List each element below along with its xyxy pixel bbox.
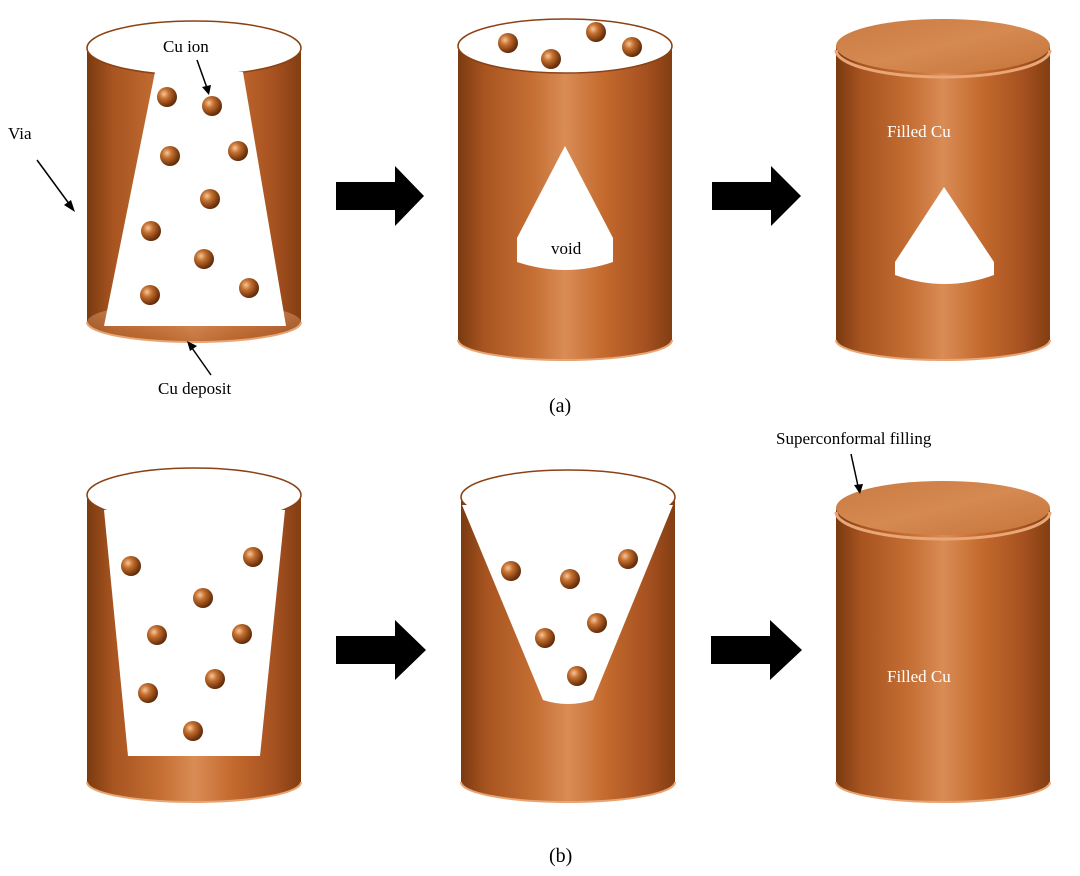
via-pointer-arrow	[36, 159, 75, 212]
process-arrow-a2	[712, 166, 801, 226]
cu-ion-label: Cu ion	[163, 37, 209, 56]
void-shape-remaining	[895, 187, 994, 284]
cu-ions-a1	[140, 87, 259, 305]
via-cylinder-b1	[86, 467, 302, 803]
via-cylinder-a2	[457, 18, 673, 361]
panel-label-a: (a)	[549, 395, 571, 417]
via-cylinder-a3	[834, 19, 1052, 361]
filled-cu-label-b: Filled Cu	[887, 667, 951, 686]
via-cylinder-a1	[86, 20, 302, 343]
filled-cu-label-a: Filled Cu	[887, 122, 951, 141]
via-label: Via	[8, 124, 32, 143]
process-arrow-a1	[336, 166, 424, 226]
panel-label-b: (b)	[549, 845, 572, 867]
superconformal-pointer-arrow	[850, 453, 863, 494]
cu-ions-a2	[498, 22, 642, 69]
void-label: void	[551, 239, 582, 258]
cu-ion-pointer-arrow	[196, 59, 211, 95]
cu-ions-b1	[121, 547, 263, 741]
via-cylinder-b3	[834, 481, 1052, 803]
open-via-cavity	[104, 72, 286, 326]
via-cylinder-b2	[460, 469, 676, 803]
superconformal-filling-label: Superconformal filling	[776, 429, 932, 448]
cu-deposit-pointer-arrow	[187, 341, 212, 376]
cu-ions-b2	[501, 549, 638, 686]
open-via-cavity-b1	[104, 510, 285, 756]
process-arrow-b2	[711, 620, 802, 680]
process-arrow-b1	[336, 620, 426, 680]
cu-deposit-label: Cu deposit	[158, 379, 231, 398]
void-shape	[517, 146, 613, 270]
